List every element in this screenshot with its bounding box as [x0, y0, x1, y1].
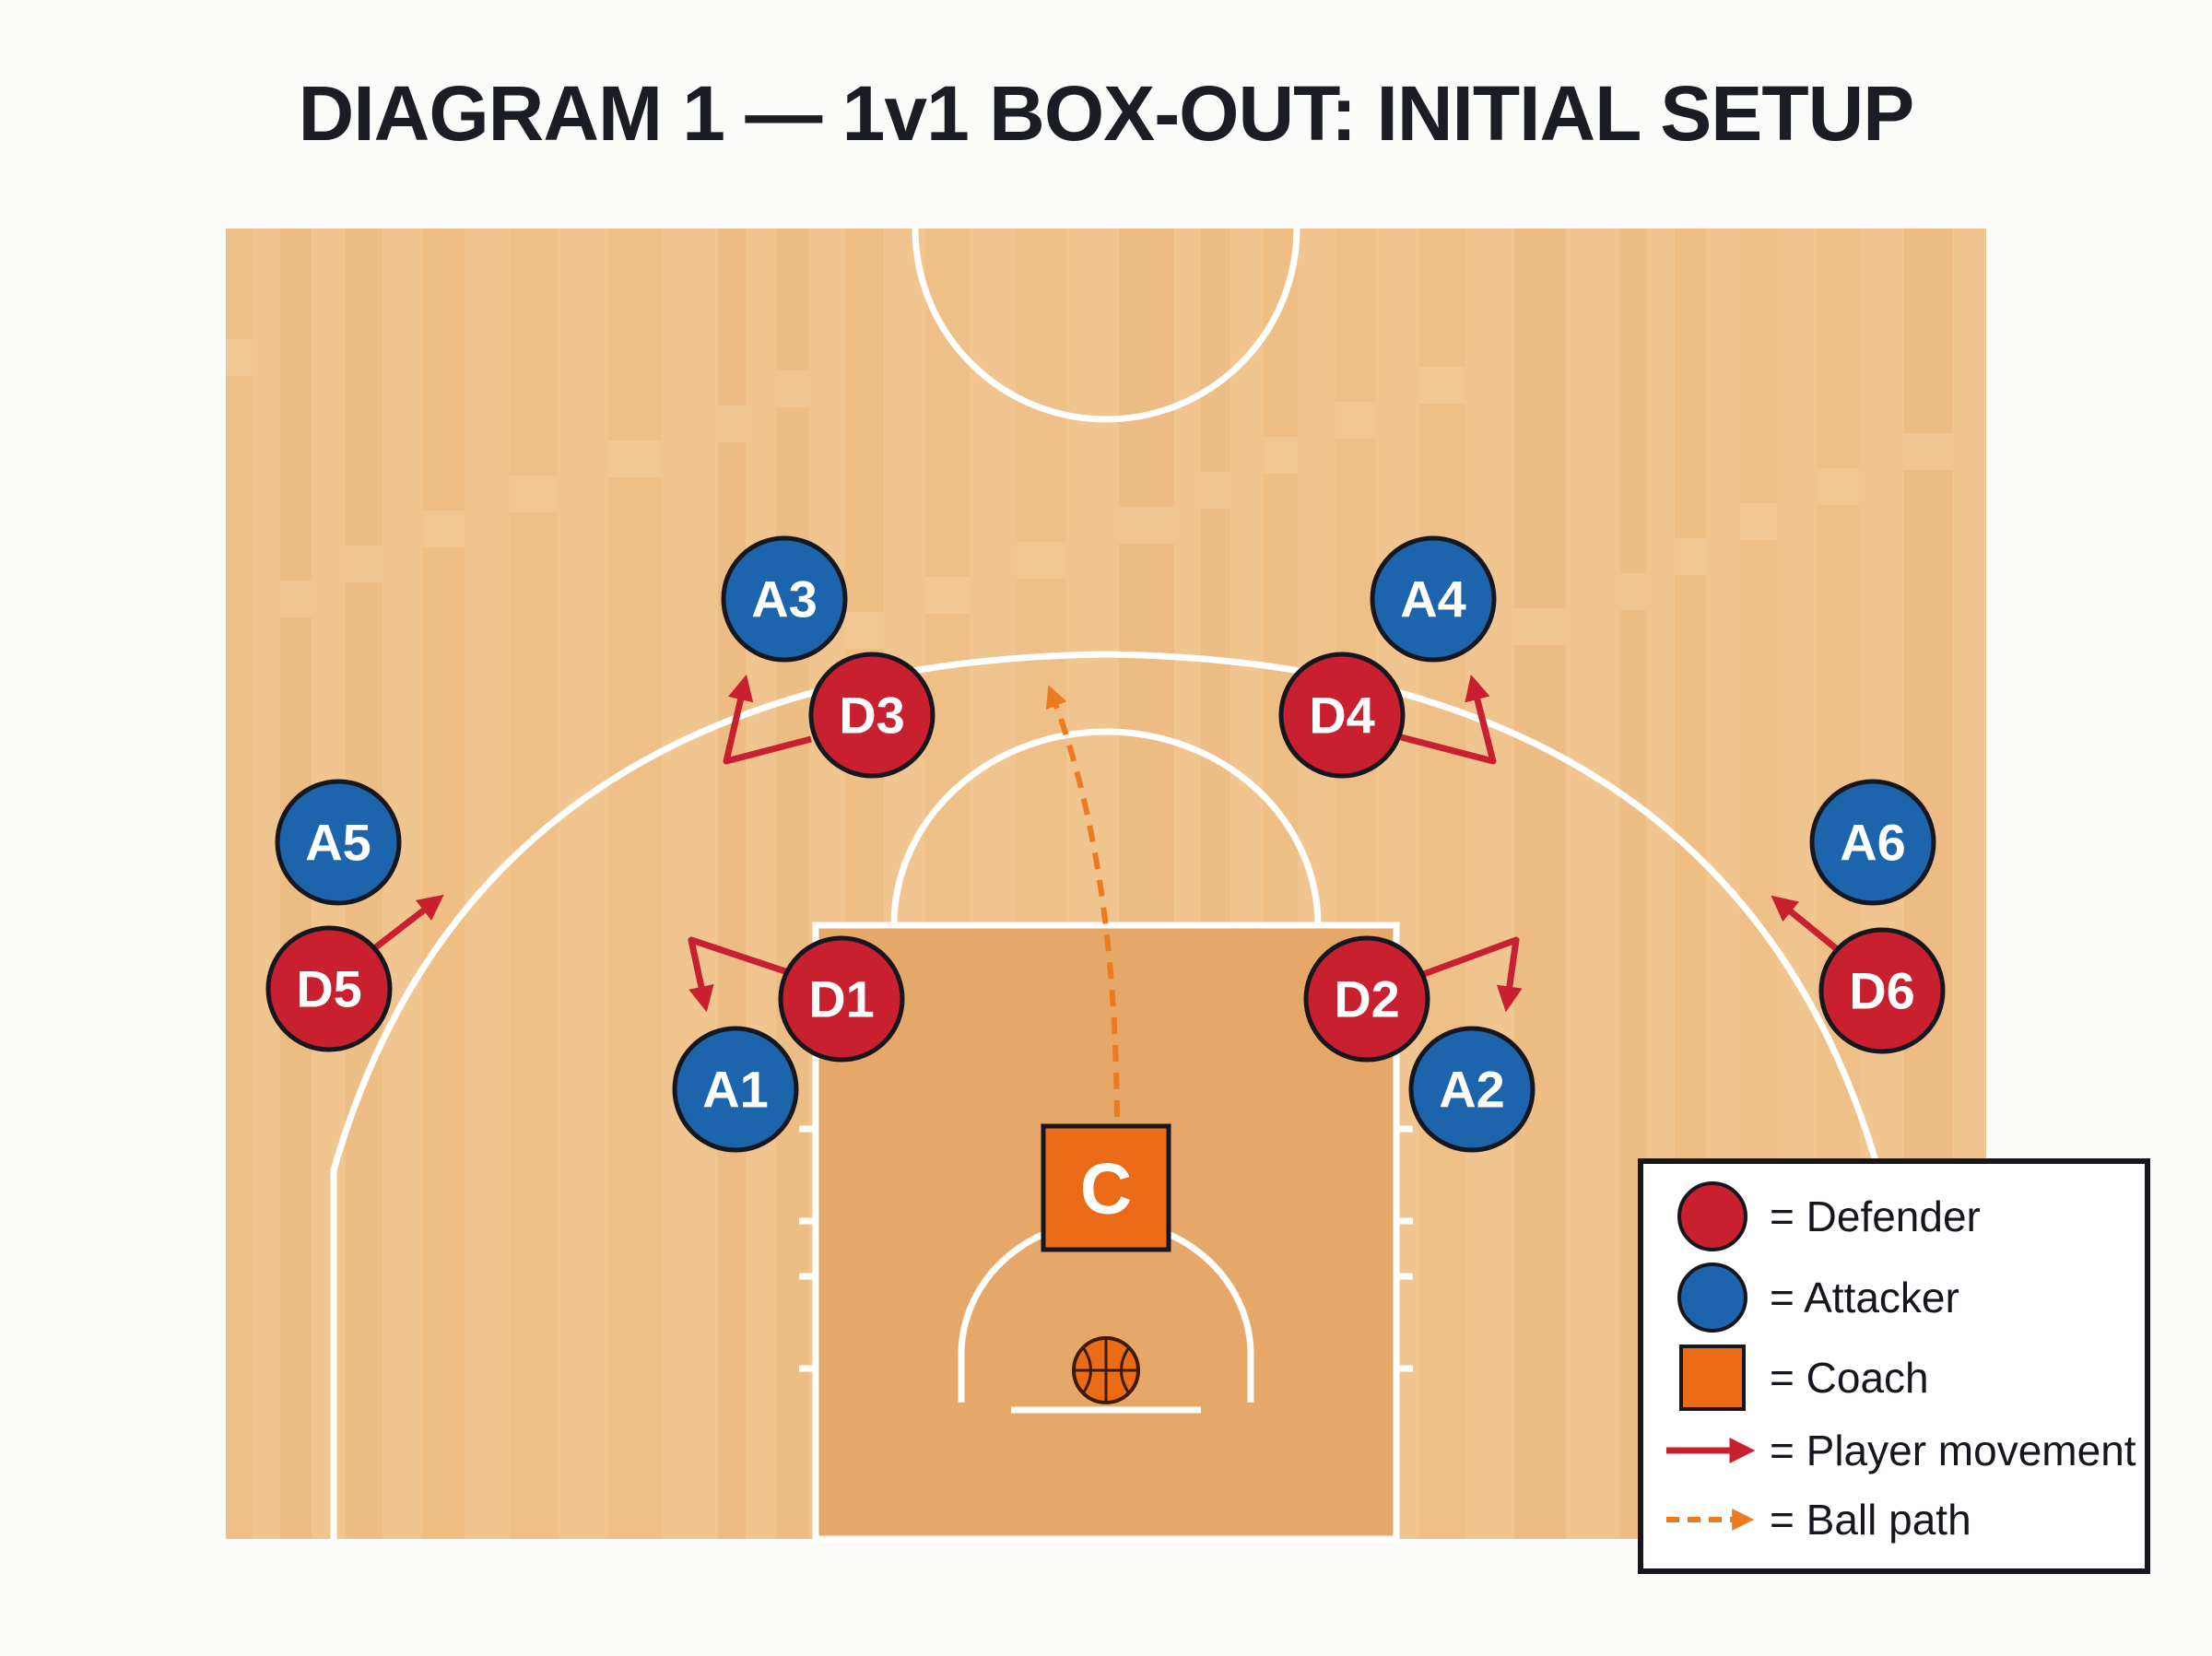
legend-label: = Defender [1770, 1192, 1981, 1240]
wood-plank-seam [280, 581, 312, 617]
wood-plank-seam [608, 440, 662, 477]
wood-plank-seam [1740, 503, 1777, 540]
legend-item-defender: = Defender [1677, 1181, 1981, 1251]
defender-d2[interactable]: D2 [1303, 935, 1430, 1063]
attacker-label: A4 [1400, 570, 1466, 628]
wood-plank-seam [346, 546, 382, 582]
wood-plank-seam [1675, 538, 1706, 575]
legend-label: = Ball path [1770, 1496, 1971, 1544]
attacker-a1[interactable]: A1 [672, 1026, 799, 1153]
defender-label: D6 [1849, 962, 1915, 1020]
coach-marker[interactable]: C [1041, 1123, 1171, 1252]
court [226, 228, 1986, 1543]
attacker-a3[interactable]: A3 [721, 535, 848, 663]
wood-grain [226, 229, 1952, 1539]
attacker-label: A6 [1840, 814, 1906, 872]
wood-plank-seam [845, 612, 884, 649]
wood-plank-seam [1119, 507, 1174, 544]
movement-arrow-d5 [371, 894, 444, 952]
wood-plank-seam [1263, 437, 1298, 474]
attacker-label: A5 [305, 814, 371, 872]
court-lines [330, 228, 1882, 1543]
movement-arrows [371, 674, 1840, 1013]
legend-label: = Coach [1770, 1354, 1929, 1402]
wood-plank [1514, 229, 1566, 1539]
wood-plank-seam [1817, 468, 1859, 505]
wood-plank [776, 229, 809, 1539]
wood-plank-seam [925, 577, 970, 614]
attacker-a2[interactable]: A2 [1408, 1026, 1535, 1153]
ball-path-arrow [1045, 685, 1120, 1118]
defender-d3[interactable]: D3 [808, 652, 935, 779]
attacker-a6[interactable]: A6 [1809, 779, 1936, 906]
wood-plank-seam [1620, 573, 1646, 610]
wood-plank-seam [510, 476, 558, 512]
defender-d1[interactable]: D1 [778, 935, 905, 1063]
diagram-title: DIAGRAM 1 — 1v1 BOX-OUT: INITIAL SETUP [299, 70, 1914, 157]
movement-arrow-d6 [1771, 895, 1840, 952]
legend-item-attacker: = Attacker [1677, 1263, 1959, 1333]
wood-plank-seam [1201, 472, 1230, 509]
lane-lines [812, 922, 1400, 1543]
center-circle [912, 228, 1300, 423]
defender-label: D3 [839, 687, 905, 745]
attacker-label: A1 [702, 1061, 769, 1119]
three-point-line [330, 651, 1882, 1539]
wood-plank [422, 229, 465, 1539]
wood-plank-seam [1514, 608, 1566, 645]
attacker-label: A2 [1439, 1061, 1505, 1119]
defender-swatch-icon [1677, 1181, 1747, 1251]
wood-plank-seam [1335, 402, 1376, 439]
attacker-label: A3 [751, 570, 818, 628]
wood-plank-seam [718, 405, 746, 442]
wood-plank [718, 229, 746, 1539]
free-throw-circle [890, 728, 1322, 926]
movement-arrow-d3 [723, 674, 812, 765]
attacker-a5[interactable]: A5 [275, 779, 402, 906]
defender-label: D1 [808, 970, 875, 1028]
movement-arrow-d2 [1419, 936, 1523, 1013]
defender-label: D4 [1309, 687, 1375, 745]
defender-d5[interactable]: D5 [265, 925, 393, 1052]
wood-plank-seam [422, 511, 465, 547]
wood-plank [608, 229, 662, 1539]
wood-plank [226, 229, 252, 1539]
coach-label: C [1080, 1147, 1132, 1228]
defender-d4[interactable]: D4 [1278, 652, 1406, 779]
attacker-a4[interactable]: A4 [1370, 535, 1497, 663]
wood-plank [1419, 229, 1465, 1539]
defender-label: D5 [296, 960, 362, 1018]
legend-item-movement: = Player movement [1666, 1427, 2136, 1474]
wood-plank-seam [1419, 367, 1465, 404]
basketball-icon [1072, 1336, 1140, 1404]
legend-item-ball-path: = Ball path [1666, 1496, 1971, 1544]
wood-plank [510, 229, 558, 1539]
legend-item-coach: = Coach [1679, 1345, 1929, 1411]
wood-plank-seam [226, 339, 252, 376]
defender-label: D2 [1334, 970, 1400, 1028]
movement-arrow-d1 [688, 936, 790, 1013]
wood-plank-seam [1017, 542, 1066, 579]
defender-d6[interactable]: D6 [1818, 927, 1946, 1054]
wood-plank-seam [776, 370, 809, 407]
movement-arrow-d4 [1400, 674, 1497, 765]
legend: = Defender = Attacker = Coach = Player m… [1638, 1158, 2150, 1574]
legend-label: = Attacker [1770, 1274, 1959, 1321]
legend-label: = Player movement [1770, 1427, 2136, 1474]
attacker-swatch-icon [1677, 1263, 1747, 1333]
coach-swatch-icon [1679, 1345, 1746, 1411]
wood-plank-seam [1904, 433, 1952, 470]
